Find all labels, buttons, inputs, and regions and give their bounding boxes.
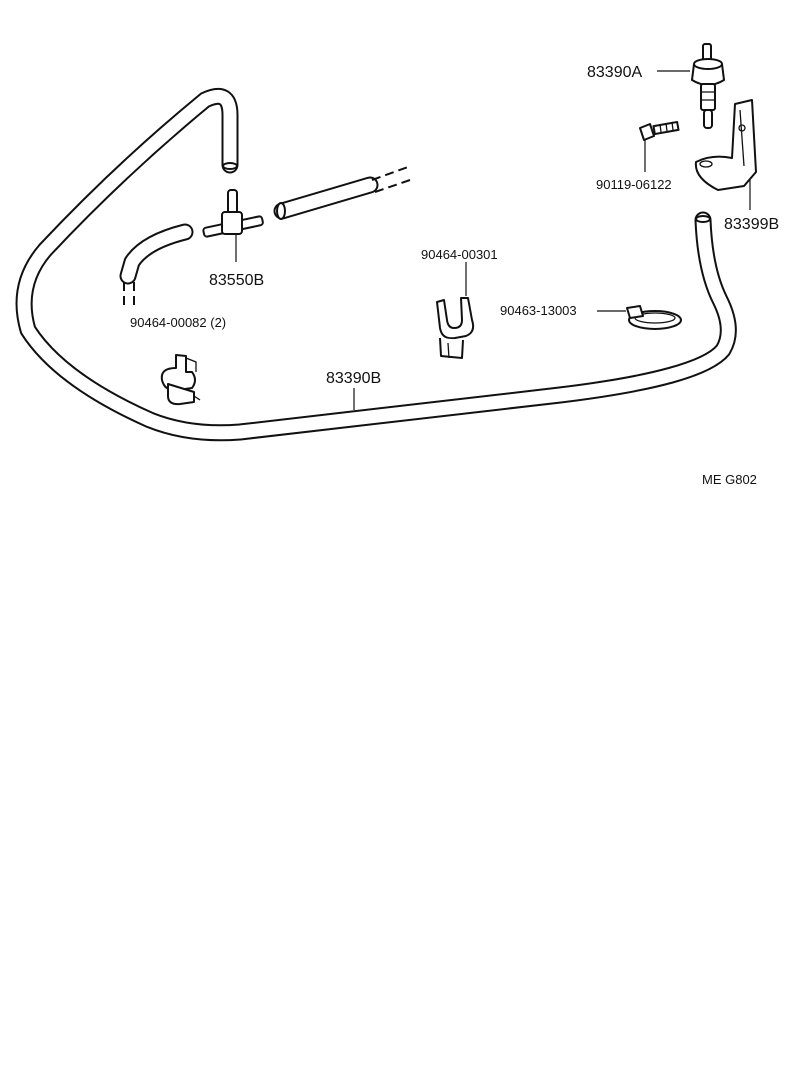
- label-clip-left: 90464-00082 (2): [130, 315, 226, 330]
- label-clip-middle: 90464-00301: [421, 247, 498, 262]
- mounting-bracket: [694, 99, 757, 210]
- left-hose-segment: [119, 223, 194, 305]
- label-clamp: 90463-13003: [500, 303, 577, 318]
- figure-code: ME G802: [702, 472, 757, 487]
- label-valve: 83390A: [587, 64, 642, 81]
- label-bracket: 83399B: [724, 216, 779, 233]
- label-hose: 83390B: [326, 370, 381, 387]
- hose-clip-left: [160, 354, 201, 406]
- label-tee: 83550B: [209, 272, 264, 289]
- tee-fitting: [202, 189, 264, 262]
- hose-clip-middle: [436, 262, 475, 359]
- vacuum-valve: [657, 43, 725, 129]
- bolt: [639, 120, 680, 172]
- label-bolt: 90119-06122: [596, 177, 672, 192]
- hose-clamp: [597, 305, 682, 330]
- main-hose: [15, 87, 737, 442]
- right-hose-segment: [273, 166, 411, 220]
